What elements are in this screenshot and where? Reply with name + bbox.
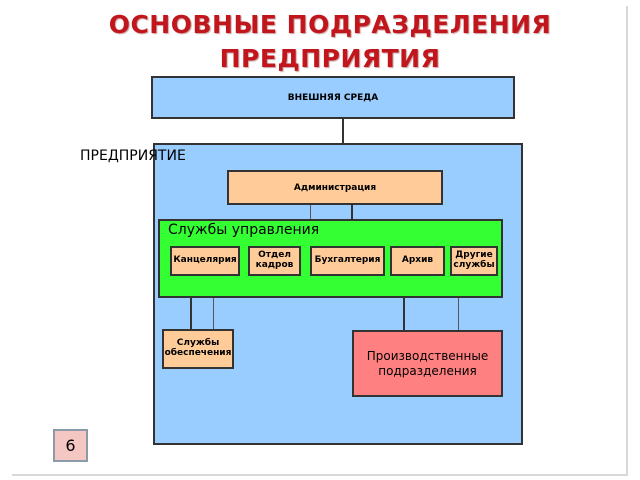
enterprise-label: ПРЕДПРИЯТИЕ [80, 148, 186, 164]
support-services-box: Службы обеспечения [162, 329, 234, 369]
connector-services-support-left [190, 298, 192, 329]
unit-hr-label: Отдел кадров [255, 250, 294, 270]
connector-services-support-right [213, 298, 214, 329]
slide-title-line-1: ОСНОВНЫЕ ПОДРАЗДЕЛЕНИЯ [108, 10, 552, 39]
connector-services-production-right [458, 298, 459, 330]
administration-label: Администрация [293, 182, 377, 193]
unit-other-label: Другие службы [453, 250, 495, 270]
unit-archive-label: Архив [401, 255, 434, 266]
support-services-label: Службы обеспечения [164, 338, 232, 358]
connector-admin-services-left [310, 205, 311, 219]
unit-accounting-box: Бухгалтерия [310, 246, 385, 276]
external-environment-label: ВНЕШНЯЯ СРЕДА [287, 92, 379, 103]
connector-external-enterprise [342, 119, 344, 143]
page-edge-shadow [12, 6, 628, 476]
unit-hr-box: Отдел кадров [248, 246, 301, 276]
connector-services-production-left [403, 298, 405, 330]
unit-accounting-label: Бухгалтерия [314, 255, 381, 266]
connector-admin-services-right [351, 205, 353, 219]
unit-chancellery-label: Канцелярия [173, 255, 237, 266]
unit-other-box: Другие службы [450, 246, 498, 276]
slide-title-line-2: ПРЕДПРИЯТИЯ [219, 44, 441, 73]
management-services-label: Службы управления [168, 222, 320, 238]
page-number-badge: 6 [53, 429, 88, 462]
external-environment-box: ВНЕШНЯЯ СРЕДА [151, 76, 515, 119]
page-number: 6 [65, 436, 76, 455]
unit-archive-box: Архив [390, 246, 445, 276]
production-units-box: Производственные подразделения [352, 330, 503, 397]
production-units-label: Производственные подразделения [366, 348, 489, 378]
unit-chancellery-box: Канцелярия [170, 246, 240, 276]
administration-box: Администрация [227, 170, 443, 205]
